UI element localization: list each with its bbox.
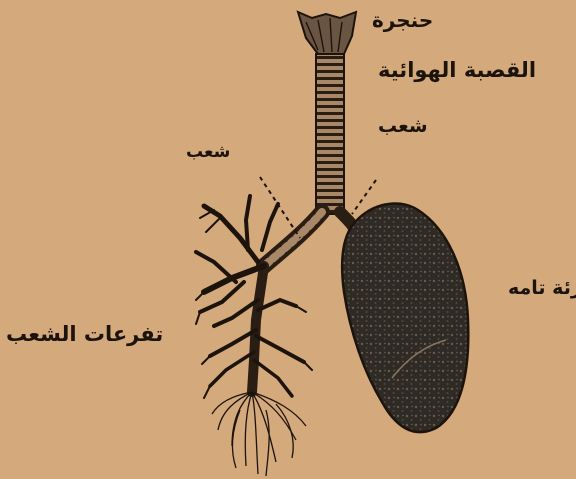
larynx-label: حنجرة <box>372 10 433 30</box>
terminal-tuft <box>212 392 306 476</box>
bronchus-right-label: شعب <box>378 117 428 136</box>
trachea-label: القصبة الهوائية <box>378 60 536 81</box>
trachea <box>316 54 344 214</box>
larynx <box>298 12 356 54</box>
lung <box>342 203 468 432</box>
bronchial-tree <box>196 196 312 398</box>
bronchial-branches-label: تفرعات الشعب <box>6 324 163 345</box>
bronchus-left-label: شعب <box>186 144 230 161</box>
lung-label: رئة تامه <box>508 279 576 298</box>
